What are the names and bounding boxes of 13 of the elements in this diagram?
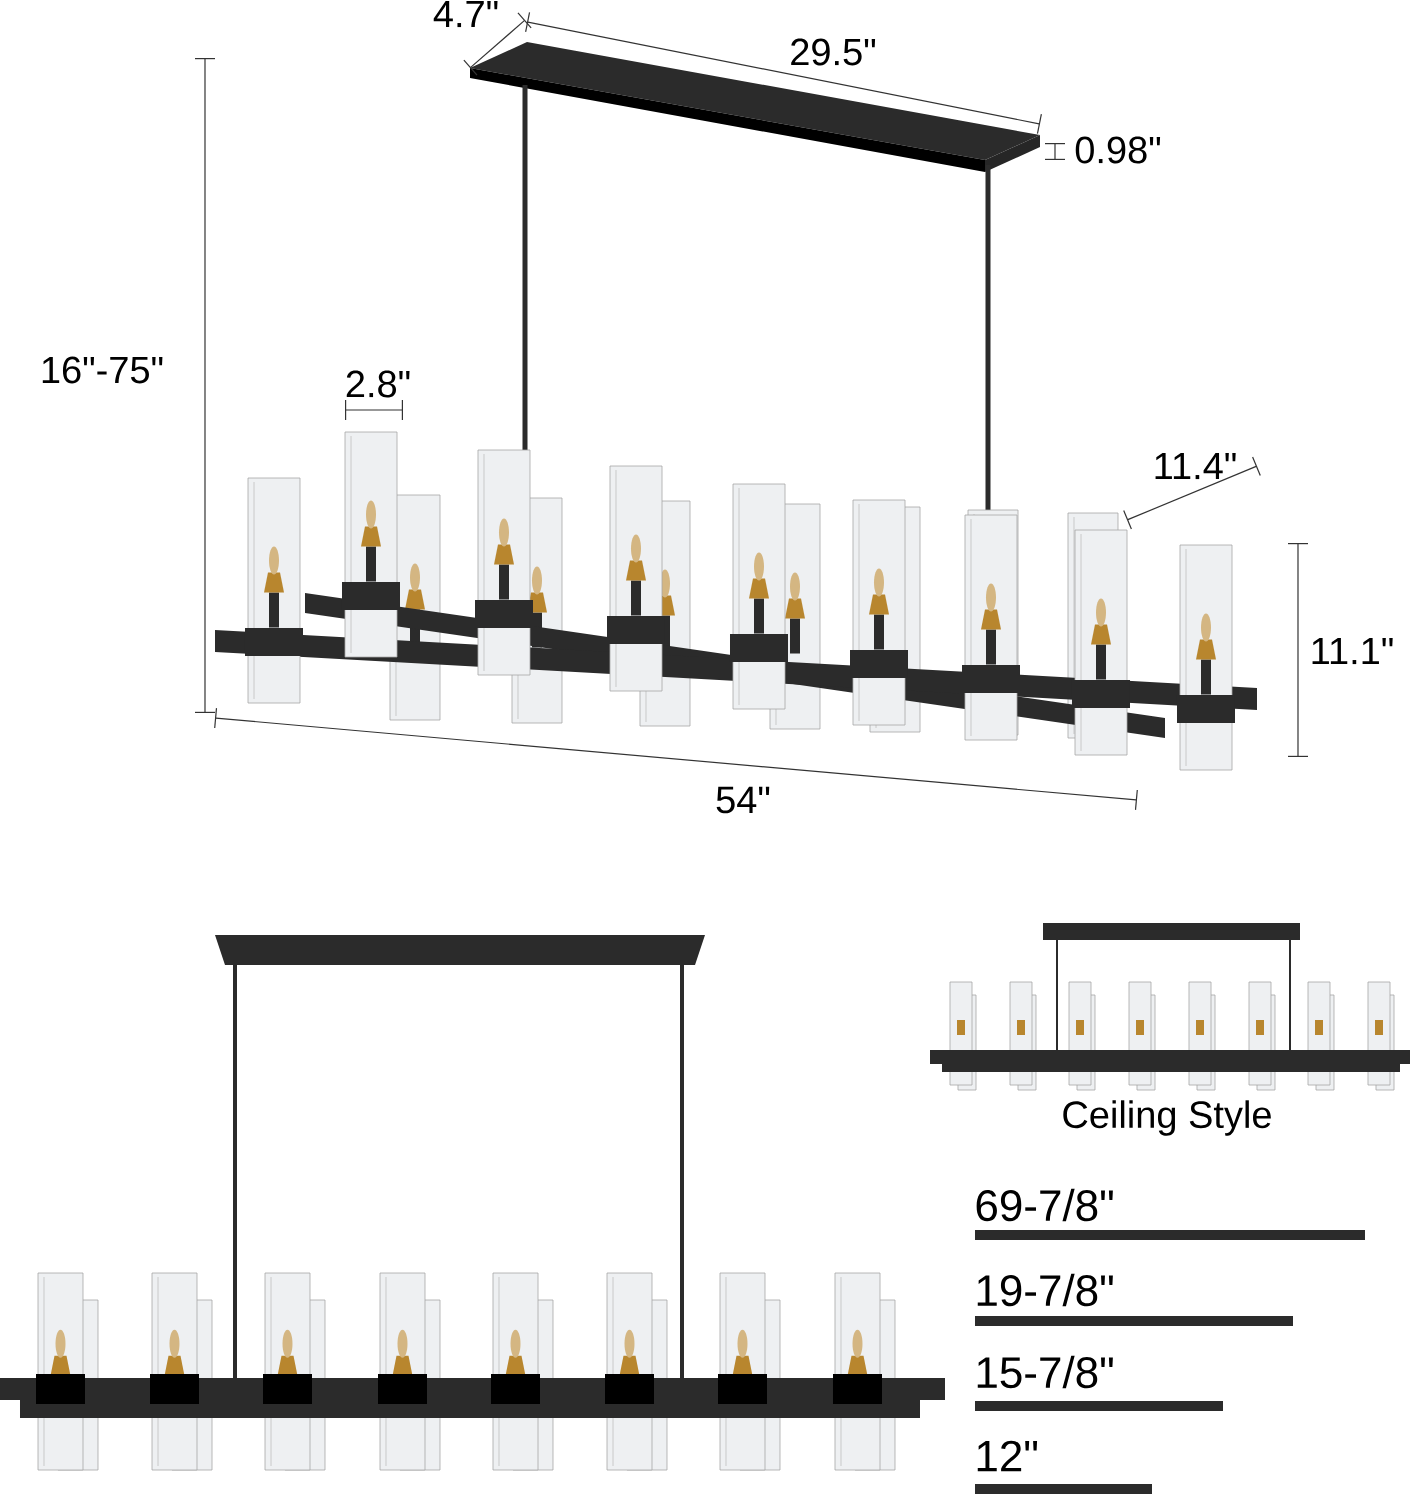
rod-length-label: 19-7/8" — [977, 1273, 1113, 1307]
dimension-label: 11.4" — [1155, 452, 1236, 480]
dimension-label: 2.8" — [346, 370, 410, 398]
dimension-label: 0.98" — [1075, 136, 1161, 164]
dimension-label: 29.5" — [791, 38, 876, 66]
dimension-label: 11.1" — [1312, 637, 1393, 665]
dimension-label: 4.7" — [433, 0, 498, 28]
rod-length-label: 15-7/8" — [977, 1355, 1113, 1389]
rod-length-label: 12" — [977, 1440, 1038, 1472]
dimension-label: 16"-75" — [42, 356, 163, 384]
caption: Ceiling Style — [1063, 1100, 1271, 1136]
dimension-label: 54" — [716, 786, 770, 814]
rod-length-label: 69-7/8" — [976, 1188, 1113, 1222]
